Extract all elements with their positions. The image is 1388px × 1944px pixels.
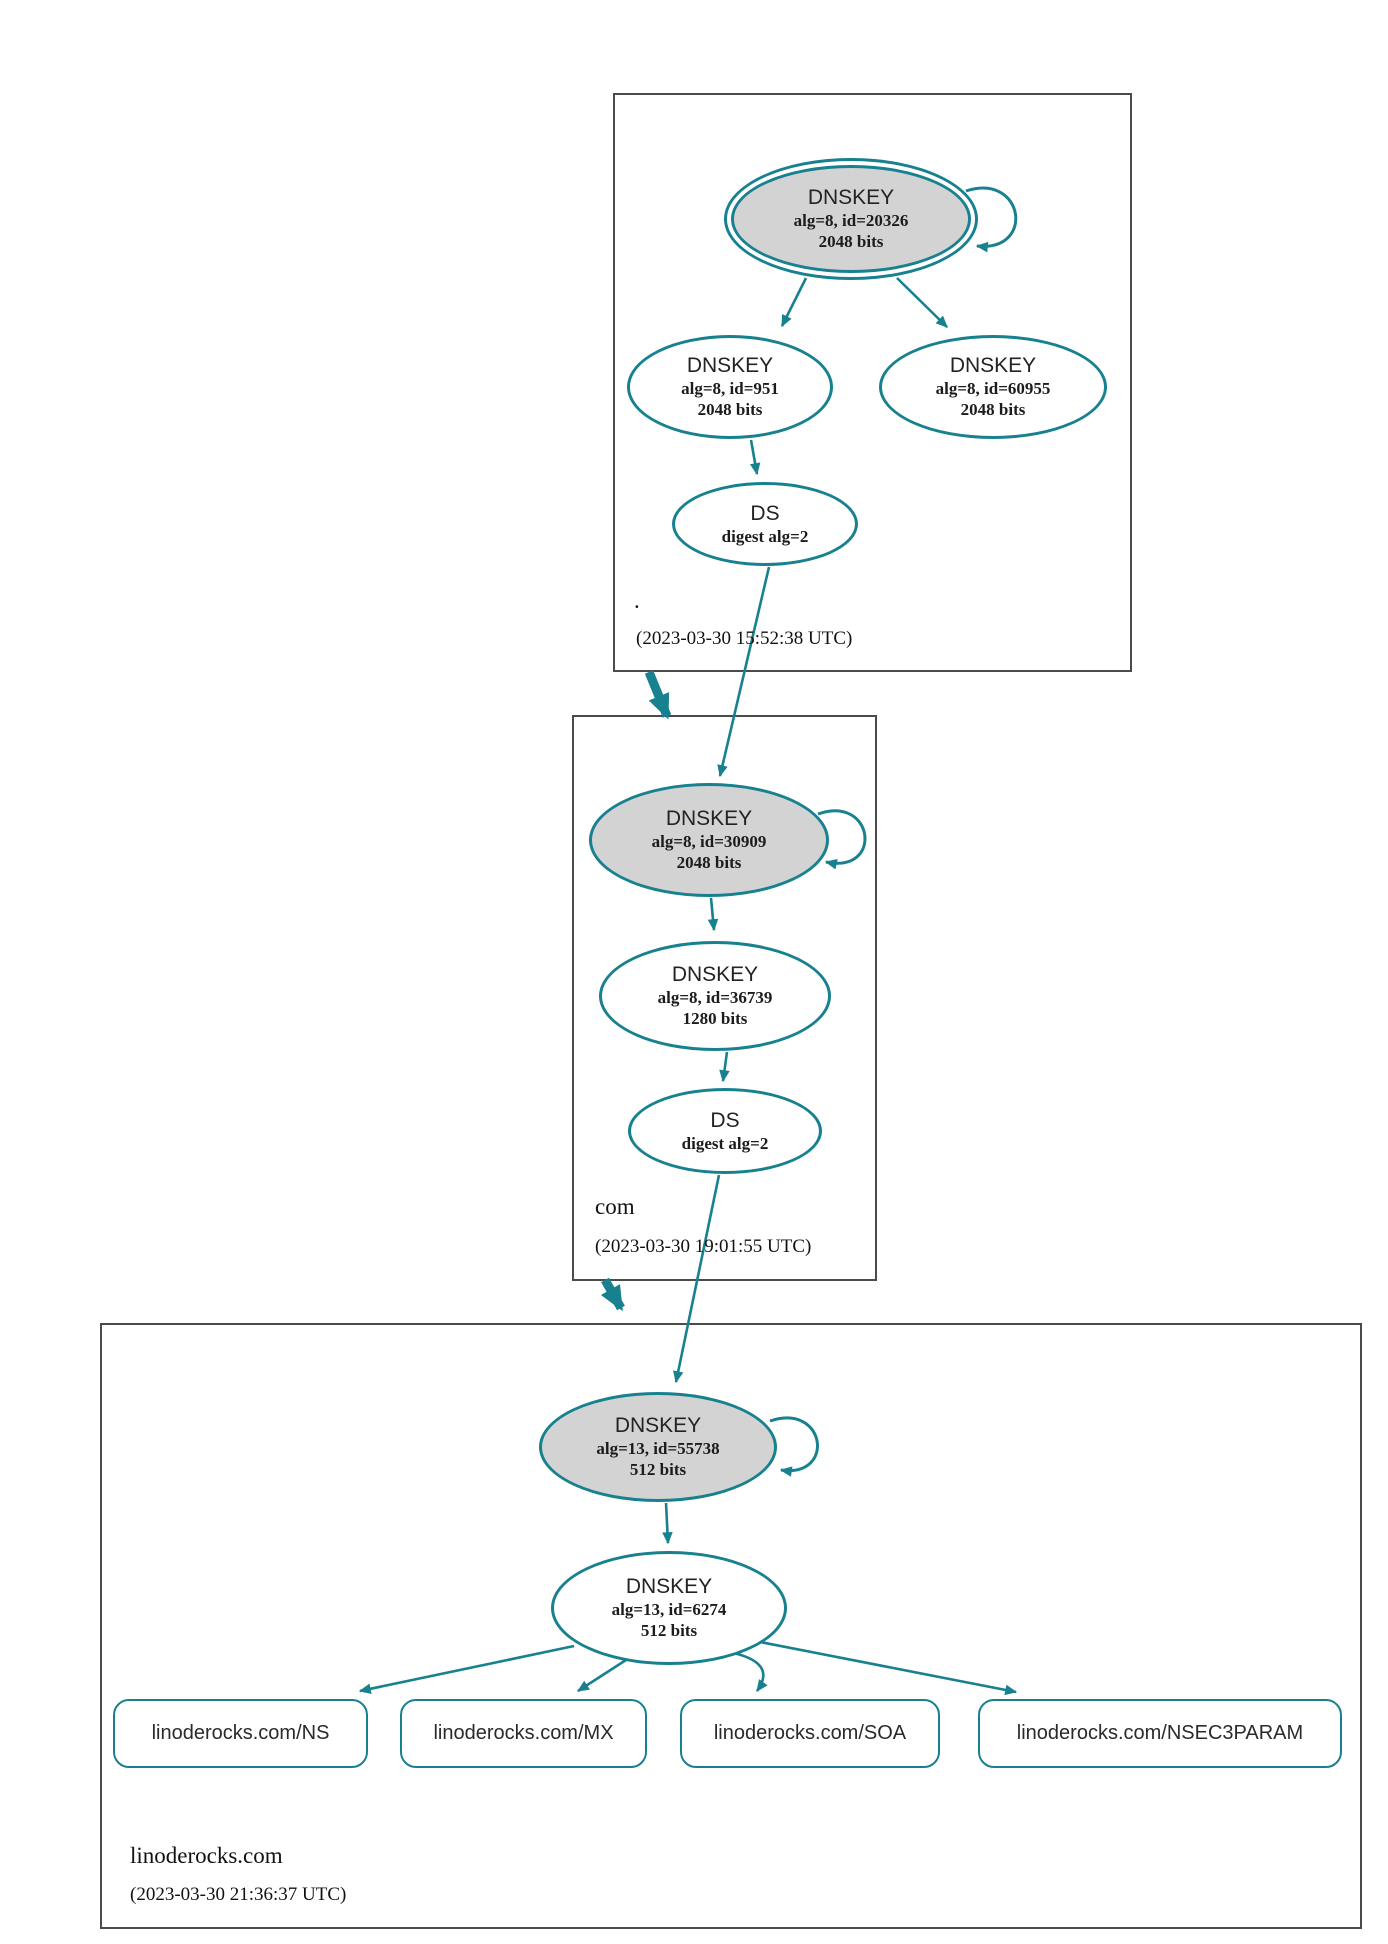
- node-detail: alg=8, id=951: [681, 379, 779, 398]
- node-title: DS: [750, 501, 780, 525]
- node-dnskey-30909[interactable]: DNSKEY alg=8, id=30909 2048 bits: [589, 783, 829, 897]
- delegation-arrow-root-to-com: [644, 670, 672, 720]
- zone-box-linoderocks: [100, 1323, 1362, 1929]
- node-title: DNSKEY: [665, 807, 753, 830]
- rrset-label: linoderocks.com/SOA: [713, 1722, 907, 1744]
- node-detail: alg=13, id=6274: [611, 1600, 727, 1619]
- zone-box-root: [613, 93, 1132, 672]
- zone-name-root: .: [634, 588, 640, 613]
- rrset-label: linoderocks.com/MX: [433, 1722, 614, 1744]
- node-title: DNSKEY: [949, 354, 1037, 377]
- node-detail: alg=8, id=60955: [935, 379, 1051, 398]
- node-dnskey-55738[interactable]: DNSKEY alg=13, id=55738 512 bits: [539, 1392, 777, 1502]
- node-bits: 2048 bits: [960, 400, 1026, 419]
- rrset-linoderocks-nsec3param[interactable]: linoderocks.com/NSEC3PARAM: [978, 1699, 1342, 1768]
- zone-timestamp-root: (2023-03-30 15:52:38 UTC): [636, 628, 853, 649]
- rrset-linoderocks-soa[interactable]: linoderocks.com/SOA: [680, 1699, 940, 1768]
- node-title: DNSKEY: [671, 963, 759, 986]
- rrset-linoderocks-mx[interactable]: linoderocks.com/MX: [400, 1699, 647, 1768]
- node-detail: alg=8, id=20326: [793, 211, 909, 230]
- node-title: DNSKEY: [625, 1575, 713, 1598]
- node-bits: 2048 bits: [818, 232, 884, 251]
- node-dnskey-951[interactable]: DNSKEY alg=8, id=951 2048 bits: [627, 335, 833, 439]
- node-dnskey-20326[interactable]: DNSKEY alg=8, id=20326 2048 bits: [731, 165, 971, 273]
- node-ds-com[interactable]: DS digest alg=2: [628, 1088, 822, 1174]
- rrset-label: linoderocks.com/NS: [151, 1722, 330, 1744]
- node-detail: digest alg=2: [721, 526, 809, 546]
- node-bits: 1280 bits: [682, 1009, 748, 1028]
- node-bits: 2048 bits: [697, 400, 763, 419]
- node-detail: alg=8, id=30909: [651, 832, 767, 851]
- node-bits: 512 bits: [629, 1460, 687, 1479]
- zone-name-linoderocks: linoderocks.com: [130, 1843, 283, 1868]
- node-detail: digest alg=2: [681, 1133, 769, 1153]
- rrset-linoderocks-ns[interactable]: linoderocks.com/NS: [113, 1699, 368, 1768]
- delegation-arrow-com-to-linoderocks: [600, 1277, 625, 1312]
- rrset-label: linoderocks.com/NSEC3PARAM: [1016, 1722, 1304, 1744]
- node-detail: alg=13, id=55738: [596, 1439, 720, 1458]
- node-dnskey-36739[interactable]: DNSKEY alg=8, id=36739 1280 bits: [599, 941, 831, 1051]
- zone-timestamp-com: (2023-03-30 19:01:55 UTC): [595, 1236, 812, 1257]
- node-detail: alg=8, id=36739: [657, 988, 773, 1007]
- zone-timestamp-linoderocks: (2023-03-30 21:36:37 UTC): [130, 1884, 347, 1905]
- node-bits: 512 bits: [640, 1621, 698, 1640]
- node-title: DS: [710, 1108, 740, 1132]
- node-title: DNSKEY: [807, 186, 895, 209]
- node-bits: 2048 bits: [676, 853, 742, 872]
- node-dnskey-6274[interactable]: DNSKEY alg=13, id=6274 512 bits: [551, 1551, 787, 1665]
- zone-name-com: com: [595, 1194, 635, 1219]
- node-title: DNSKEY: [686, 354, 774, 377]
- node-dnskey-20326-outer[interactable]: DNSKEY alg=8, id=20326 2048 bits: [724, 158, 978, 280]
- node-ds-root[interactable]: DS digest alg=2: [672, 482, 858, 566]
- node-dnskey-60955[interactable]: DNSKEY alg=8, id=60955 2048 bits: [879, 335, 1107, 439]
- node-title: DNSKEY: [614, 1414, 702, 1437]
